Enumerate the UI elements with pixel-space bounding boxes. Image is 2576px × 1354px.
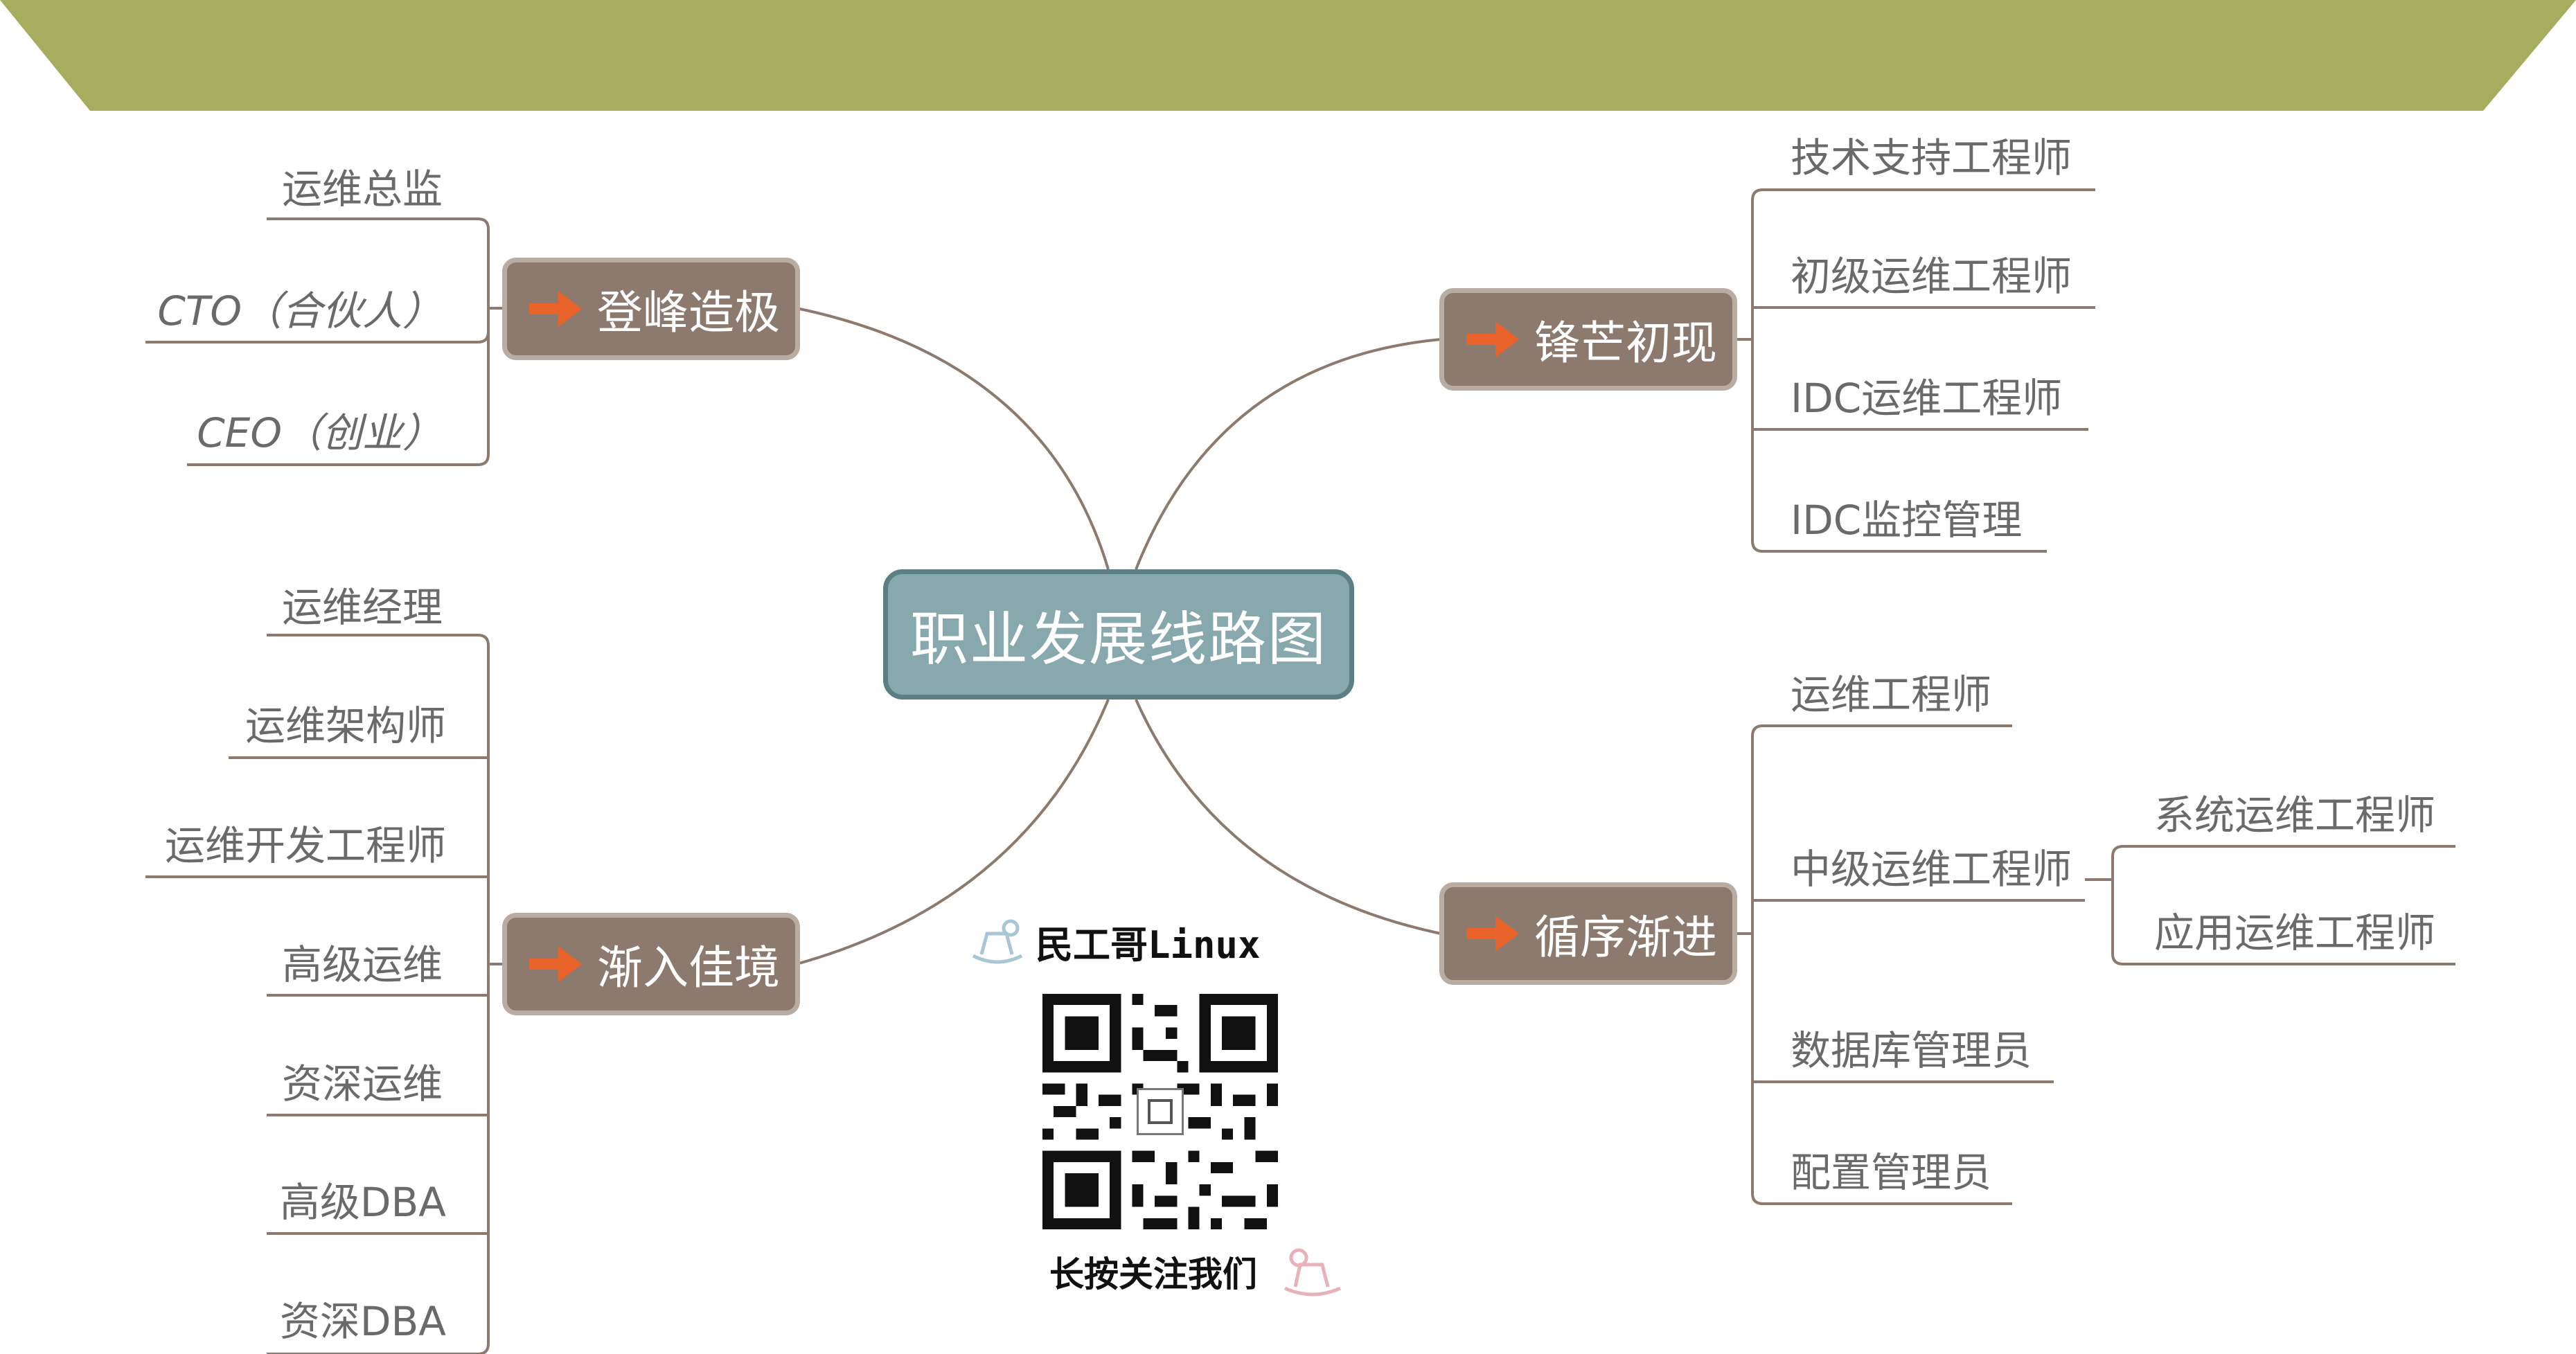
leaf-bottom-right-4: 配置管理员	[1791, 1149, 1992, 1196]
leaf-mid-level-1: 系统运维工程师	[2154, 792, 2436, 839]
leaf-bottom-left-7: 资深DBA	[279, 1298, 446, 1345]
leaf-top-left-3: CEO（创业）	[197, 409, 443, 456]
center-topic-label: 职业发展线路图	[909, 605, 1327, 673]
arrow-icon	[1466, 321, 1519, 357]
leaf-bottom-right-3: 数据库管理员	[1791, 1027, 2032, 1074]
branch-top-left: 登峰造极	[502, 258, 800, 360]
promo-card: 民工哥Linux	[959, 900, 1361, 1316]
branch-label: 锋芒初现	[1534, 317, 1717, 370]
branch-bottom-left: 渐入佳境	[502, 913, 800, 1015]
leaf-top-right-1: 技术支持工程师	[1791, 134, 2072, 181]
leaf-bottom-right-1: 运维工程师	[1791, 671, 1992, 718]
arrow-icon	[1466, 916, 1519, 952]
leaf-bottom-right-2: 中级运维工程师	[1791, 846, 2072, 893]
leaf-mid-level-2: 应用运维工程师	[2154, 909, 2436, 956]
promo-title: 民工哥Linux	[1036, 923, 1261, 967]
center-topic: 职业发展线路图	[883, 569, 1354, 700]
qr-code-icon[interactable]	[1042, 994, 1278, 1229]
leaf-top-left-1: 运维总监	[281, 166, 443, 213]
leaf-bottom-left-6: 高级DBA	[279, 1179, 446, 1226]
leaf-top-right-2: 初级运维工程师	[1791, 253, 2072, 300]
header-banner	[0, 0, 2576, 111]
promo-caption: 长按关注我们	[1049, 1254, 1257, 1294]
leaf-top-left-2: CTO（合伙人）	[157, 287, 443, 335]
branch-label: 渐入佳境	[597, 941, 780, 995]
branch-label: 登峰造极	[597, 286, 780, 339]
arrow-icon	[529, 291, 582, 327]
leaf-bottom-left-5: 资深运维	[281, 1060, 443, 1107]
branch-label: 循序渐进	[1534, 911, 1717, 964]
arrow-icon	[529, 946, 582, 982]
leaf-bottom-left-4: 高级运维	[281, 941, 443, 988]
leaf-bottom-left-2: 运维架构师	[245, 702, 446, 749]
branch-bottom-right: 循序渐进	[1439, 882, 1737, 985]
leaf-top-right-4: IDC监控管理	[1791, 497, 2023, 544]
rocking-horse-icon	[1283, 1248, 1342, 1297]
rocking-horse-icon	[972, 919, 1023, 964]
leaf-bottom-left-1: 运维经理	[281, 584, 443, 631]
leaf-top-right-3: IDC运维工程师	[1791, 375, 2063, 422]
leaf-bottom-left-3: 运维开发工程师	[164, 822, 446, 869]
branch-top-right: 锋芒初现	[1439, 288, 1737, 391]
